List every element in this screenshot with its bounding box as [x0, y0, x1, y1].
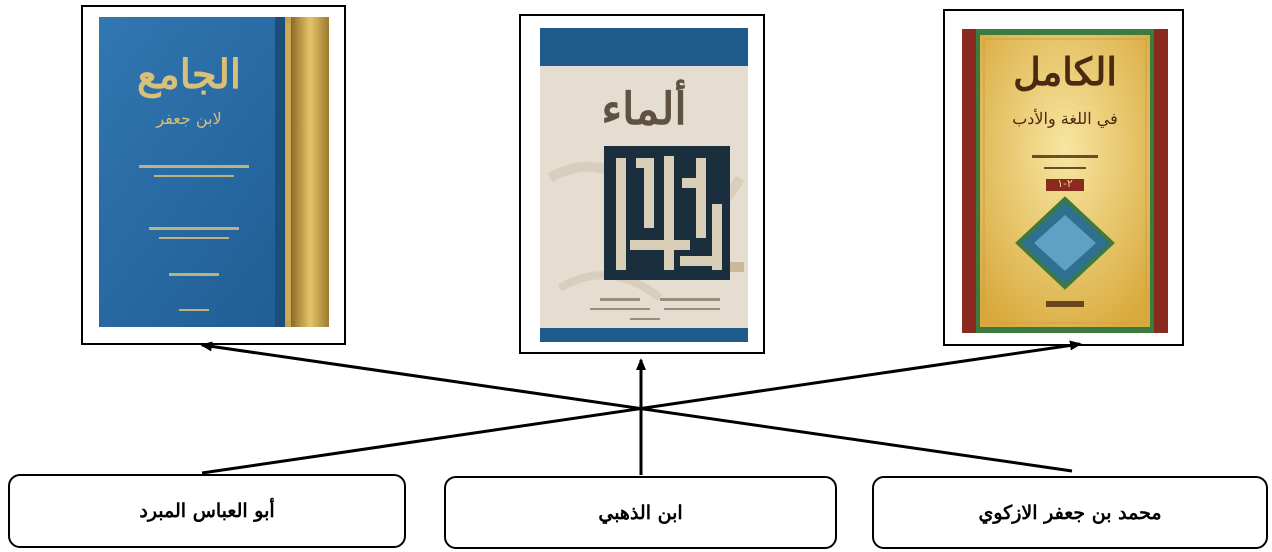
book-cover-alma: ألماء	[540, 28, 748, 342]
book-cover-jami: الجامع لابن جعفر	[99, 17, 329, 327]
book-cover-kamil-volume: ٢-١	[1057, 177, 1073, 190]
arrow-azkawi-to-jami	[200, 341, 1073, 473]
book-cover-jami-title: الجامع	[136, 51, 242, 98]
book-cover-jami-art	[99, 17, 329, 327]
book-cover-kamil: الكامل في اللغة والأدب ٢-١	[962, 29, 1168, 333]
book-cover-jami-subtitle: لابن جعفر	[156, 109, 222, 128]
book-frame-kamil: الكامل في اللغة والأدب ٢-١	[943, 9, 1184, 346]
book-cover-alma-title: ألماء	[601, 84, 687, 135]
author-box-mubarrad: أبو العباس المبرد	[8, 474, 406, 548]
book-cover-kamil-title: الكامل	[1013, 49, 1117, 94]
author-box-azkawi: محمد بن جعفر الازكوي	[872, 476, 1268, 549]
book-cover-alma-art	[540, 28, 748, 342]
book-cover-kamil-subtitle: في اللغة والأدب	[1012, 109, 1118, 128]
book-frame-jami: الجامع لابن جعفر	[81, 5, 346, 345]
book-frame-alma: ألماء	[519, 14, 765, 354]
book-cover-kamil-art	[962, 29, 1168, 333]
author-box-dhahabi: ابن الذهبي	[444, 476, 837, 549]
